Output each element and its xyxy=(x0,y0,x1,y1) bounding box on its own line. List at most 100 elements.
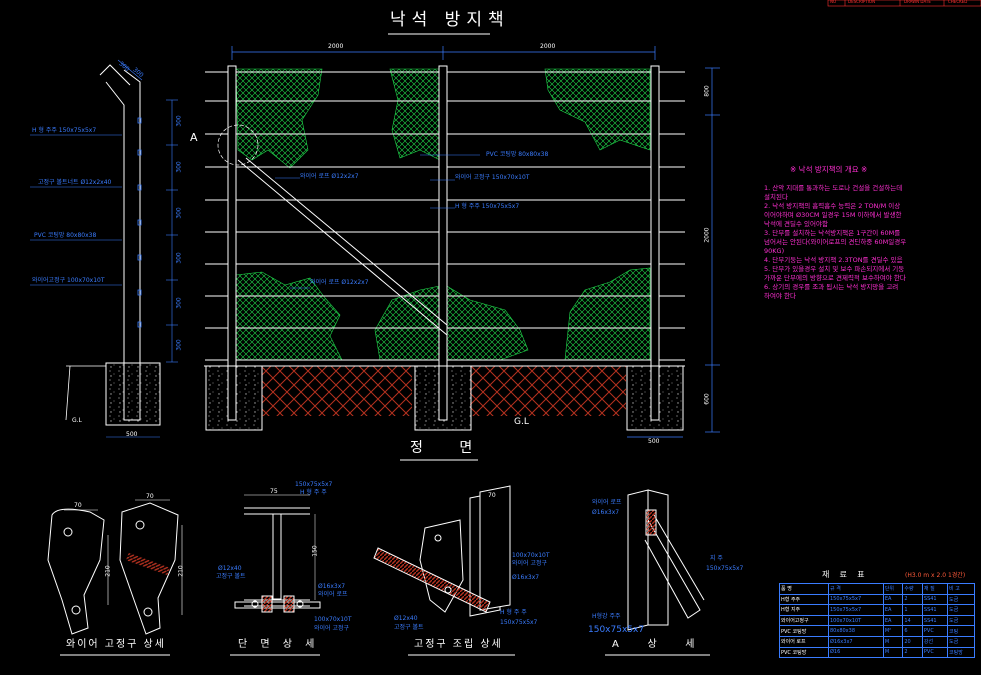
assembly-callout-6: H 형 주 주 xyxy=(500,609,527,616)
section-callout-4: 고정구 볼트 xyxy=(216,573,246,580)
side-callout-bolt: 고정구 볼트너트 Ø12x2x40 xyxy=(38,179,112,186)
note-line-13: 하여야 한다 xyxy=(764,292,796,300)
note-line-2: 설치된다 xyxy=(764,193,788,201)
bom-cell: 2 xyxy=(902,593,923,606)
detail-a-callout-5: H형강 주주 xyxy=(592,613,621,620)
section-dim-2: 150 xyxy=(311,545,319,557)
bom-header-cell: 규 격 xyxy=(828,583,884,595)
bom-cell: Ø16 xyxy=(828,646,884,659)
detail-a-label: A xyxy=(190,131,198,144)
bom-row: 와이어 로프 Ø16x3x7 M 20 강선 도금 xyxy=(779,635,975,648)
span-left-dim: 2000 xyxy=(328,43,344,50)
side-dim-right-3: 300 xyxy=(175,207,183,219)
bom-cell: 150x75x5x7 xyxy=(828,604,884,616)
bom-cell: SS41 xyxy=(921,614,949,627)
bom-row: H형 지주 150x75x5x7 EA 1 SS41 도금 xyxy=(779,604,975,616)
note-line-8: 90KG) xyxy=(764,247,785,255)
clamp-dim-3: 210 xyxy=(104,565,112,577)
detail-a-callout-2: Ø16x3x7 xyxy=(592,509,620,516)
section-callout-6: 와이어 로프 xyxy=(318,591,348,598)
wire-clamp-detail xyxy=(47,502,179,635)
section-callout-7: 100x70x10T xyxy=(314,616,352,623)
assembly-callout-5: 고정구 볼트 xyxy=(394,624,424,631)
side-dim-right-4: 300 xyxy=(175,252,183,264)
bom-cell: Ø16x3x7 xyxy=(828,635,884,648)
bom-table: 품 명 규 격 단위 수량 재 질 비 고 H형 주주 150x75x5x7 E… xyxy=(779,583,975,659)
assembly-dim-1: 70 xyxy=(488,492,496,499)
note-line-4: 이어야하며 Ø30CM 일경우 15M 이하에서 발생한 xyxy=(764,211,902,219)
bom-header-cell: 품 명 xyxy=(779,583,829,595)
bom-cell: 2 xyxy=(902,646,923,659)
header-cell-no: NO xyxy=(830,0,837,4)
side-callout-h-post: H 형 주주 150x75x5x7 xyxy=(32,127,97,134)
bom-cell: 100x70x10T xyxy=(828,614,884,627)
pvc-mesh xyxy=(235,68,651,361)
detail-a-callout-4: 150x75x5x7 xyxy=(706,565,744,572)
side-dim-right-2: 300 xyxy=(175,161,183,173)
span-right-dim: 2000 xyxy=(540,43,556,50)
note-line-9: 4. 단부기둥는 낙석 방지책 2.3TON를 견딜수 있음 xyxy=(764,256,903,264)
bom-header-cell: 수량 xyxy=(902,583,923,595)
footing-width-dim: 500 xyxy=(648,438,660,445)
side-footing-width: 500 xyxy=(126,431,138,438)
header-cell-description: DESCRIPTION xyxy=(848,0,876,4)
bom-row: H형 주주 150x75x5x7 EA 2 SS41 도금 xyxy=(779,593,975,606)
bom-cell: EA xyxy=(882,593,904,606)
section-callout-3: Ø12x40 xyxy=(218,565,242,572)
header-strip xyxy=(827,0,981,7)
callout-wire-rope-2: 와이어 로프 Ø12x2x7 xyxy=(310,279,369,286)
assembly-callout-1: 100x70x10T xyxy=(512,552,550,559)
side-callout-pvc: PVC 코팅망 80x80x38 xyxy=(34,232,97,239)
note-line-6: 3. 단부를 설치하는 낙석방지책은 1구간이 60M를 xyxy=(764,229,901,237)
bom-header-row: 품 명 규 격 단위 수량 재 질 비 고 xyxy=(779,583,975,595)
header-cell-drawn: DRAWN DATE xyxy=(904,0,931,4)
notes-title: ※ 낙석 방지책의 개요 ※ xyxy=(790,165,868,174)
note-line-12: 6. 상기의 경우를 조과 됩시는 낙석 방지망을 고려 xyxy=(764,283,899,291)
bom-row: PVC 코팅망 80x80x38 M² 6 PVC 코팅 xyxy=(779,625,975,637)
bom-header-cell: 비 고 xyxy=(947,583,975,595)
bom-row: 와이어고정구 100x70x10T EA 14 SS41 도금 xyxy=(779,614,975,627)
bom-cell: 도금 xyxy=(947,635,975,648)
side-callout-clamp: 와이어고정구 100x70x10T xyxy=(32,277,105,284)
bom-cell: M xyxy=(882,646,904,659)
detail-a-callout-3: 지 주 xyxy=(710,555,723,562)
main-title: 낙석 방지책 xyxy=(390,10,510,30)
section-callout-1: 150x75x5x7 xyxy=(295,481,333,488)
bom-cell: 6 xyxy=(902,625,923,637)
clamp-assembly-title: 고정구 조립 상세 xyxy=(414,639,503,650)
callout-wire-clamp: 와이어 고정구 150x70x10T xyxy=(455,174,530,181)
detail-a-callout-6: 150x75x5x7 xyxy=(588,625,645,635)
header-cell-checked: CHECKED xyxy=(948,0,968,4)
section-callout-5: Ø16x3x7 xyxy=(318,583,346,590)
section-dim-1: 75 xyxy=(270,488,278,495)
assembly-callout-7: 150x75x5x7 xyxy=(500,619,538,626)
section-callout-2: H 형 주 주 xyxy=(300,489,327,496)
front-view xyxy=(204,46,720,438)
bom-cell: 150x75x5x7 xyxy=(828,593,884,606)
h-posts xyxy=(227,65,660,421)
note-line-11: 가까운 단부에의 방향으로 견제력적 보수하여야 한다 xyxy=(764,274,906,282)
bom-cell: 14 xyxy=(902,614,923,627)
soil-hatch-2 xyxy=(470,366,626,416)
ground-label: G.L xyxy=(514,417,529,427)
bom-cell: 도금 xyxy=(947,614,975,627)
section-title: 단 면 상 세 xyxy=(238,639,320,650)
bom-cell: 도금 xyxy=(947,604,975,616)
height-top-dim: 800 xyxy=(703,85,711,97)
assembly-callout-4: Ø12x40 xyxy=(394,615,418,622)
bom-cell: EA xyxy=(882,604,904,616)
front-view-subtitle: 정 면 xyxy=(410,440,489,456)
detail-a-callout-1: 와이어 로프 xyxy=(592,499,622,506)
callout-wire-rope: 와이어 로프 Ø12x2x7 xyxy=(300,173,359,180)
bom-cell: 강선 xyxy=(921,635,949,648)
note-line-3: 2. 낙석 방지책의 흡력흡수 능력은 2 TON/M 이상 xyxy=(764,202,901,210)
bom-cell: 와이어 로프 xyxy=(779,635,829,648)
detail-a-title: A 상 세 xyxy=(612,639,695,650)
detail-a-marker xyxy=(217,124,259,166)
bom-cell: 도금 xyxy=(947,593,975,606)
clamp-dim-2: 70 xyxy=(146,493,154,500)
bom-cell: SS41 xyxy=(921,593,949,606)
callout-h-post: H 형 주주 150x75x5x7 xyxy=(455,203,520,210)
bom-cell: 코팅망 xyxy=(947,646,975,659)
